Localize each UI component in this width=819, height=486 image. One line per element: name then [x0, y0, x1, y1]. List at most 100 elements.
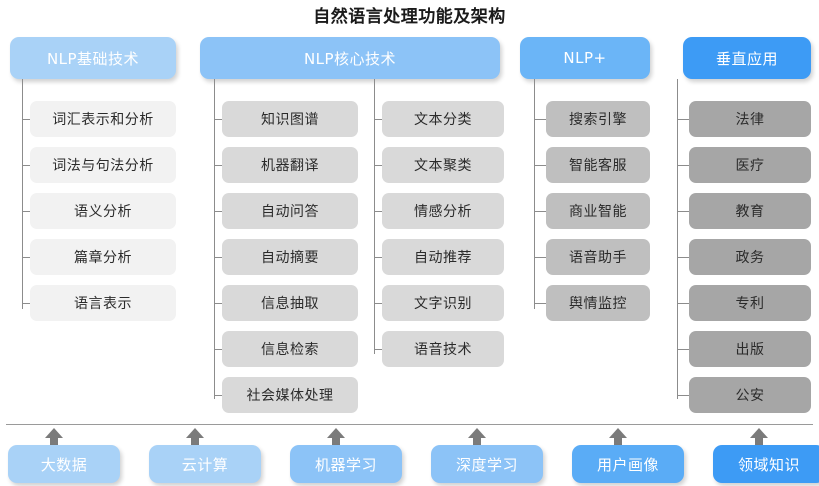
node-box[interactable]: 文字识别: [382, 285, 504, 321]
connector-line: [22, 119, 30, 120]
node-box[interactable]: 词法与句法分析: [30, 147, 176, 183]
header-vertical-apps-label: 垂直应用: [715, 49, 778, 68]
foundation-pill-label: 领域知识: [737, 455, 800, 474]
node-box-label: 文本分类: [414, 112, 472, 128]
node-box[interactable]: 语音助手: [546, 239, 650, 275]
node-box[interactable]: 教育: [689, 193, 811, 229]
node-box[interactable]: 公安: [689, 377, 811, 413]
node-box[interactable]: 搜索引擎: [546, 101, 650, 137]
node-box-label: 自动摘要: [261, 250, 319, 266]
node-box-label: 公安: [735, 388, 765, 404]
node-box-label: 语义分析: [74, 204, 132, 220]
trunk-line-col3: [534, 79, 535, 309]
header-nlp-core[interactable]: NLP核心技术: [200, 37, 500, 79]
node-box-label: 词法与句法分析: [52, 158, 154, 174]
node-box[interactable]: 自动问答: [222, 193, 358, 229]
foundation-pill[interactable]: 云计算: [149, 445, 261, 483]
node-box-label: 词汇表示和分析: [52, 112, 154, 128]
connector-line: [374, 211, 382, 212]
node-box[interactable]: 情感分析: [382, 193, 504, 229]
node-box[interactable]: 文本分类: [382, 101, 504, 137]
node-box-label: 文本聚类: [414, 158, 472, 174]
header-nlp-plus-label: NLP+: [563, 49, 607, 67]
node-box[interactable]: 智能客服: [546, 147, 650, 183]
node-box[interactable]: 政务: [689, 239, 811, 275]
connector-line: [534, 303, 546, 304]
trunk-line-col2b: [374, 79, 375, 354]
foundation-pill-label: 用户画像: [596, 455, 659, 474]
trunk-line-col1: [22, 79, 23, 309]
node-box[interactable]: 文本聚类: [382, 147, 504, 183]
node-box[interactable]: 知识图谱: [222, 101, 358, 137]
foundation-pill-label: 大数据: [40, 455, 88, 474]
node-box[interactable]: 商业智能: [546, 193, 650, 229]
connector-line: [677, 395, 689, 396]
connector-line: [677, 303, 689, 304]
foundation-pill[interactable]: 机器学习: [290, 445, 402, 483]
connector-line: [214, 303, 222, 304]
node-box-label: 法律: [735, 112, 765, 128]
connector-line: [374, 165, 382, 166]
node-box-label: 机器翻译: [261, 158, 319, 174]
header-nlp-basic-label: NLP基础技术: [46, 49, 140, 68]
node-box-label: 智能客服: [569, 158, 627, 174]
node-box-label: 信息抽取: [261, 296, 319, 312]
foundation-separator: [6, 424, 813, 425]
node-box-label: 自动推荐: [414, 250, 472, 266]
foundation-pill[interactable]: 大数据: [8, 445, 120, 483]
header-nlp-basic[interactable]: NLP基础技术: [10, 37, 176, 79]
foundation-pill[interactable]: 领域知识: [713, 445, 819, 483]
connector-line: [22, 165, 30, 166]
up-arrow-icon: [750, 428, 768, 450]
node-box[interactable]: 机器翻译: [222, 147, 358, 183]
connector-line: [677, 119, 689, 120]
node-box[interactable]: 词汇表示和分析: [30, 101, 176, 137]
connector-line: [22, 211, 30, 212]
node-box-label: 政务: [735, 250, 765, 266]
node-box[interactable]: 语义分析: [30, 193, 176, 229]
node-box[interactable]: 舆情监控: [546, 285, 650, 321]
foundation-pill[interactable]: 用户画像: [572, 445, 684, 483]
connector-line: [214, 165, 222, 166]
header-nlp-plus[interactable]: NLP+: [520, 37, 650, 79]
node-box[interactable]: 信息检索: [222, 331, 358, 367]
trunk-line-col2a: [214, 79, 215, 399]
node-box-label: 信息检索: [261, 342, 319, 358]
foundation-pill-label: 云计算: [181, 455, 229, 474]
up-arrow-icon: [609, 428, 627, 450]
up-arrow-icon: [327, 428, 345, 450]
node-box[interactable]: 专利: [689, 285, 811, 321]
node-box-label: 情感分析: [414, 204, 472, 220]
node-box[interactable]: 语音技术: [382, 331, 504, 367]
connector-line: [677, 349, 689, 350]
connector-line: [214, 395, 222, 396]
connector-line: [677, 165, 689, 166]
node-box[interactable]: 出版: [689, 331, 811, 367]
node-box-label: 医疗: [735, 158, 765, 174]
page-title: 自然语言处理功能及架构: [313, 7, 506, 27]
node-box[interactable]: 医疗: [689, 147, 811, 183]
foundation-pill[interactable]: 深度学习: [431, 445, 543, 483]
header-vertical-apps[interactable]: 垂直应用: [683, 37, 811, 79]
connector-line: [374, 257, 382, 258]
connector-line: [22, 257, 30, 258]
node-box[interactable]: 法律: [689, 101, 811, 137]
node-box-label: 出版: [735, 342, 765, 358]
node-box-label: 自动问答: [261, 204, 319, 220]
node-box[interactable]: 篇章分析: [30, 239, 176, 275]
connector-line: [677, 211, 689, 212]
node-box[interactable]: 语言表示: [30, 285, 176, 321]
node-box[interactable]: 自动摘要: [222, 239, 358, 275]
connector-line: [214, 257, 222, 258]
foundation-pill-label: 深度学习: [455, 455, 518, 474]
up-arrow-icon: [468, 428, 486, 450]
node-box[interactable]: 自动推荐: [382, 239, 504, 275]
connector-line: [534, 119, 546, 120]
header-nlp-core-label: NLP核心技术: [303, 49, 397, 68]
node-box[interactable]: 社会媒体处理: [222, 377, 358, 413]
connector-line: [214, 211, 222, 212]
node-box-label: 商业智能: [569, 204, 627, 220]
connector-line: [214, 349, 222, 350]
node-box[interactable]: 信息抽取: [222, 285, 358, 321]
